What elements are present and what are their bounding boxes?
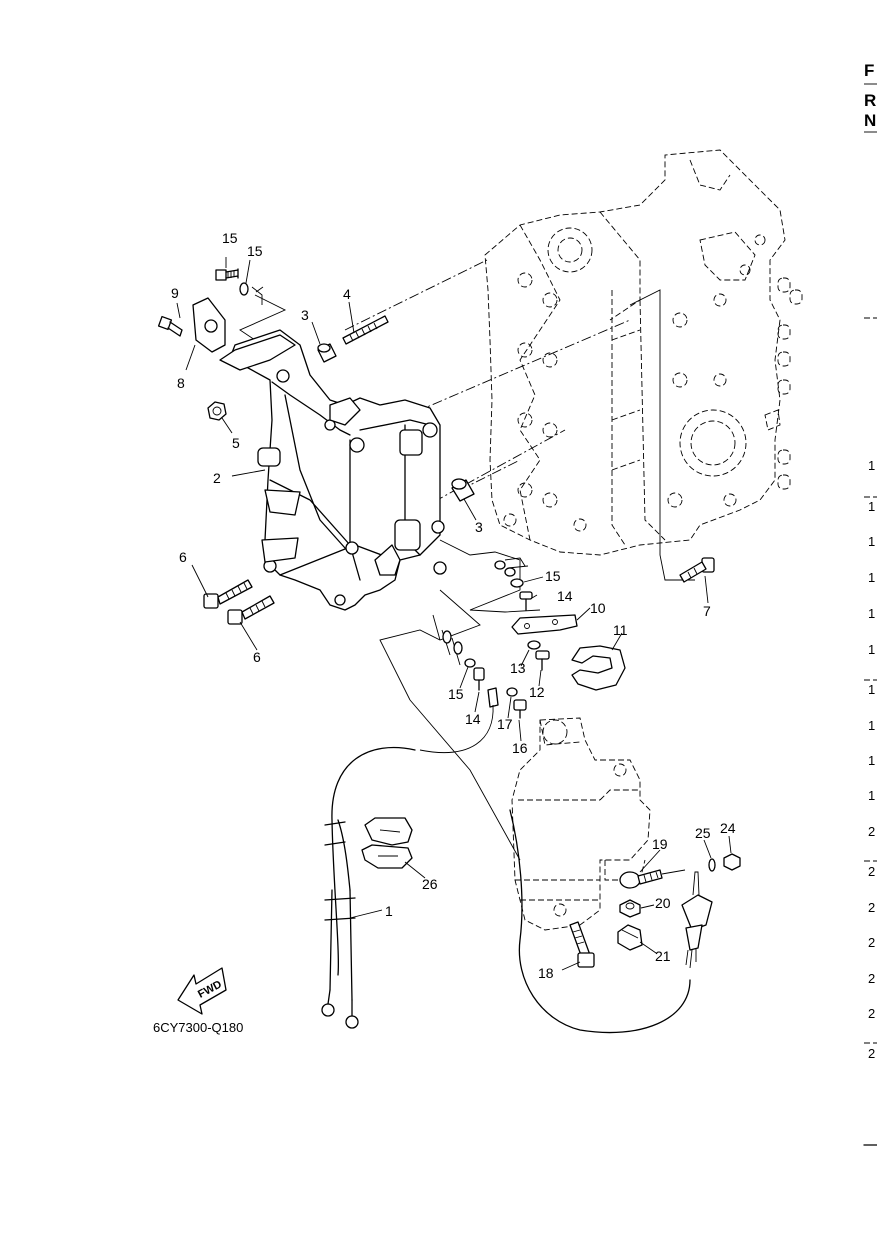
edge-header-n: N (864, 111, 876, 130)
part-7-bolt (679, 557, 715, 583)
label-14-upper: 14 (557, 588, 573, 604)
edge-num-2: 1 (868, 499, 875, 514)
edge-num-3: 1 (868, 534, 875, 549)
part-6-bolt-upper (203, 579, 253, 609)
part-number-labels: 15 15 9 8 3 4 5 2 6 6 3 7 15 14 10 11 13… (171, 230, 736, 981)
label-15-lower: 15 (448, 686, 464, 702)
label-24: 24 (720, 820, 736, 836)
part-1-cable (321, 746, 691, 1034)
figure-code: 6CY7300-Q180 (153, 1020, 243, 1035)
label-3-lower: 3 (475, 519, 483, 535)
label-26: 26 (422, 876, 438, 892)
part-17-washer (506, 687, 518, 697)
label-19: 15 (247, 243, 263, 259)
part-11-clamp (571, 645, 626, 691)
part-9-bolt (157, 315, 183, 337)
part-10-plate (511, 614, 578, 635)
electrical-bracket (219, 329, 447, 611)
label-5: 5 (232, 435, 240, 451)
part-18-bolt (215, 268, 239, 281)
part-3-collar-lower (451, 478, 475, 502)
terminal-boot (681, 871, 713, 969)
label-11: 11 (613, 622, 628, 638)
callout-leaders (176, 257, 732, 971)
edge-num-1: 1 (868, 458, 875, 473)
edge-num-13: 2 (868, 900, 875, 915)
label-14-lower: 14 (465, 711, 481, 727)
edge-num-15: 2 (868, 971, 875, 986)
part-14-screw-lower (473, 667, 485, 691)
part-26-clamp (361, 817, 413, 869)
part-20-bolt (569, 921, 595, 968)
part-15-terminals-lower (432, 614, 476, 668)
label-4: 4 (343, 286, 351, 302)
edge-num-17: 2 (868, 1046, 875, 1061)
label-20: 18 (538, 965, 554, 981)
edge-num-14: 2 (868, 935, 875, 950)
part-21-terminal (619, 869, 686, 889)
label-9: 9 (171, 285, 179, 301)
edge-num-9: 1 (868, 753, 875, 768)
label-12: 12 (529, 684, 545, 700)
part-22-nut (619, 899, 641, 918)
label-13: 13 (510, 660, 526, 676)
block-plugs (777, 277, 803, 490)
engine-block-outline (484, 149, 786, 556)
label-17: 17 (497, 716, 513, 732)
edge-num-5: 1 (868, 606, 875, 621)
part-23-cap (617, 924, 643, 951)
part-5-nut (207, 401, 227, 421)
part-13-washer (527, 640, 541, 650)
label-3-upper: 3 (301, 307, 309, 323)
edge-num-8: 1 (868, 718, 875, 733)
part-8-plate (192, 297, 226, 353)
edge-num-6: 1 (868, 642, 875, 657)
part-24-nut (723, 853, 741, 871)
edge-header-r: R (864, 91, 876, 110)
edge-num-10: 1 (868, 788, 875, 803)
label-22: 20 (655, 895, 671, 911)
label-6-upper: 6 (179, 549, 187, 565)
wire-terminal (419, 687, 499, 754)
label-8: 8 (177, 375, 185, 391)
edge-num-7: 1 (868, 682, 875, 697)
label-6-lower: 6 (253, 649, 261, 665)
label-2: 2 (213, 470, 221, 486)
part-19-washer (239, 282, 264, 305)
fwd-arrow-icon: FWD (177, 967, 227, 1015)
part-15-terminals-upper (494, 557, 529, 588)
label-25: 25 (695, 825, 711, 841)
label-1: 1 (385, 903, 393, 919)
label-10: 10 (590, 600, 606, 616)
edge-num-16: 2 (868, 1006, 875, 1021)
part-3-collar-upper (317, 343, 337, 363)
part-16-screw (513, 699, 527, 719)
label-16: 16 (512, 740, 528, 756)
part-4-stud (342, 315, 389, 345)
edge-header-f: F (864, 61, 874, 80)
label-18: 15 (222, 230, 238, 246)
label-21: 19 (652, 836, 668, 852)
edge-num-12: 2 (868, 864, 875, 879)
part-25-washer (708, 858, 716, 872)
label-15-upper: 15 (545, 568, 561, 584)
part-6-bolt-lower (227, 595, 275, 625)
label-7: 7 (703, 603, 711, 619)
edge-num-4: 1 (868, 570, 875, 585)
label-23: 21 (655, 948, 671, 964)
part-12-screw (535, 650, 550, 671)
edge-num-11: 2 (868, 824, 875, 839)
starter-motor (511, 717, 651, 931)
right-edge-table: F R N 1 1 1 1 1 1 1 1 1 1 2 2 2 2 2 2 2 (863, 61, 877, 1146)
part-14-screw-upper (519, 591, 533, 611)
